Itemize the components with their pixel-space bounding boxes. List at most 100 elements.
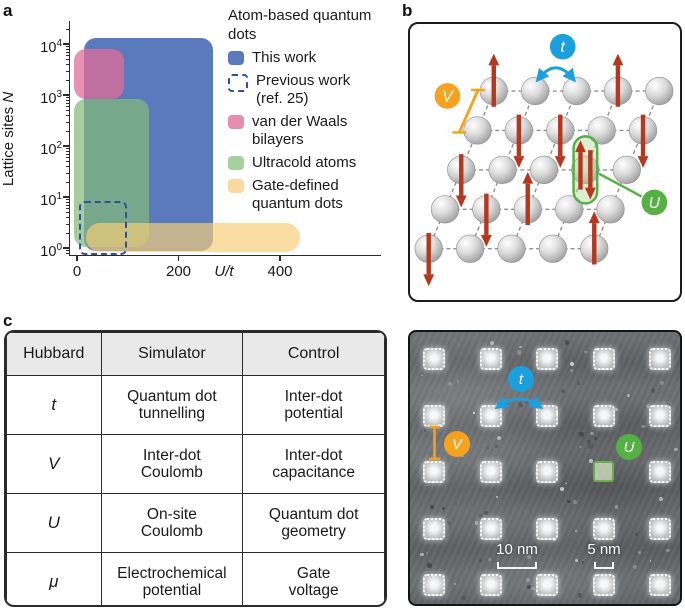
lattice-site (521, 76, 550, 106)
chart-region-previous-work-ref-25 (79, 200, 128, 256)
scalebar-10nm (497, 562, 537, 569)
stm-speck (461, 595, 466, 601)
stm-speck (635, 533, 638, 536)
y-minor-tick (66, 110, 70, 112)
table-header-control: Control (242, 332, 385, 376)
y-minor-tick (66, 148, 70, 150)
stm-speck (441, 506, 446, 511)
spin-arrow-down-head (455, 195, 467, 208)
stm-speck (565, 482, 567, 485)
stm-speck (495, 495, 499, 499)
y-minor-tick (66, 106, 70, 108)
stm-speck (579, 432, 584, 437)
v-distance-bar-icon (429, 425, 440, 461)
quantum-dot (592, 574, 615, 596)
quantum-dot (536, 348, 558, 370)
legend-item-gate-defined: Gate-defined quantum dots (228, 177, 396, 213)
stm-speck (573, 499, 578, 504)
x-tick (279, 255, 281, 261)
simulator-cell: On-site Coulomb (100, 493, 244, 553)
quantum-dot (479, 574, 502, 596)
stm-speck (641, 424, 645, 429)
lattice-site (555, 195, 584, 224)
y-minor-tick (66, 59, 70, 61)
quantum-dot (536, 574, 558, 596)
scalebar-10nm-label: 10 nm (496, 541, 538, 558)
stm-speck (454, 583, 456, 585)
y-minor-tick (66, 64, 70, 66)
legend-item-previous-work: Previous work (ref. 25) (228, 72, 396, 108)
chart-region-ultracold-atoms (74, 98, 150, 247)
y-tick-label: 103 (40, 89, 62, 107)
y-minor-tick (66, 166, 70, 168)
lattice-site (456, 234, 485, 263)
control-cell: Quantum dot geometry (242, 493, 385, 553)
spin-arrow-down-head (584, 187, 596, 200)
stm-speck (637, 550, 642, 555)
simulator-cell: Inter-dot Coulomb (100, 434, 244, 494)
y-minor-tick (66, 199, 70, 201)
lattice-site (562, 76, 591, 106)
stm-speck (518, 345, 522, 349)
quantum-dot (592, 348, 615, 370)
stm-speck (569, 368, 574, 373)
stm-speck (632, 564, 637, 569)
y-minor-tick (66, 252, 70, 254)
panel-b-label: b (402, 1, 413, 20)
stm-speck (588, 444, 593, 449)
quantum-dot (649, 517, 671, 540)
legend-item-label: van der Waals bilayers (252, 113, 348, 148)
y-tick (63, 94, 70, 96)
simulator-cell: Electrochemical potential (100, 552, 244, 605)
u-connector-line (598, 172, 643, 198)
quantum-dot (423, 348, 445, 370)
quantum-dot (592, 517, 615, 540)
quantum-dot (423, 461, 445, 483)
table-header-hubbard: Hubbard (6, 332, 102, 376)
stm-speck (474, 521, 478, 525)
stm-speck (489, 340, 494, 345)
y-minor-tick (66, 223, 70, 225)
spin-arrow-down-head (480, 234, 492, 247)
y-minor-tick (66, 201, 70, 203)
stm-speck (454, 503, 457, 506)
quantum-dot (423, 517, 445, 540)
stm-speck (576, 382, 580, 385)
y-minor-tick (66, 150, 70, 152)
legend-swatch (228, 156, 244, 170)
stm-speck (567, 499, 572, 504)
stm-speck (486, 446, 490, 450)
u-label-badge: U (616, 434, 642, 460)
u-site-outline (572, 135, 599, 205)
y-minor-tick (66, 99, 70, 101)
legend-item-label: Previous work (ref. 25) (256, 72, 351, 107)
legend-swatch (228, 179, 244, 193)
stm-speck (615, 505, 619, 509)
y-minor-tick (66, 181, 70, 183)
u-label-badge (641, 189, 668, 216)
u-label-badge-text: U (649, 195, 661, 212)
stm-speck (473, 411, 475, 414)
stm-speck (448, 382, 452, 386)
panel-c-label: c (3, 311, 13, 330)
table-header-simulator: Simulator (100, 332, 244, 376)
stm-speck (627, 394, 630, 397)
quantum-dot (536, 404, 558, 427)
stm-speck (660, 380, 664, 385)
stm-speck (666, 548, 671, 553)
y-minor-tick (66, 102, 70, 104)
y-tick-label: 101 (40, 191, 62, 209)
y-minor-tick (66, 250, 70, 252)
stm-speck (446, 520, 452, 526)
stm-speck (582, 561, 585, 564)
stm-speck (495, 445, 499, 449)
stm-speck (479, 559, 483, 562)
v-label-badge (434, 83, 461, 109)
simulator-cell: Quantum dot tunnelling (100, 375, 244, 435)
x-tick (177, 255, 180, 261)
stm-speck (650, 388, 656, 393)
